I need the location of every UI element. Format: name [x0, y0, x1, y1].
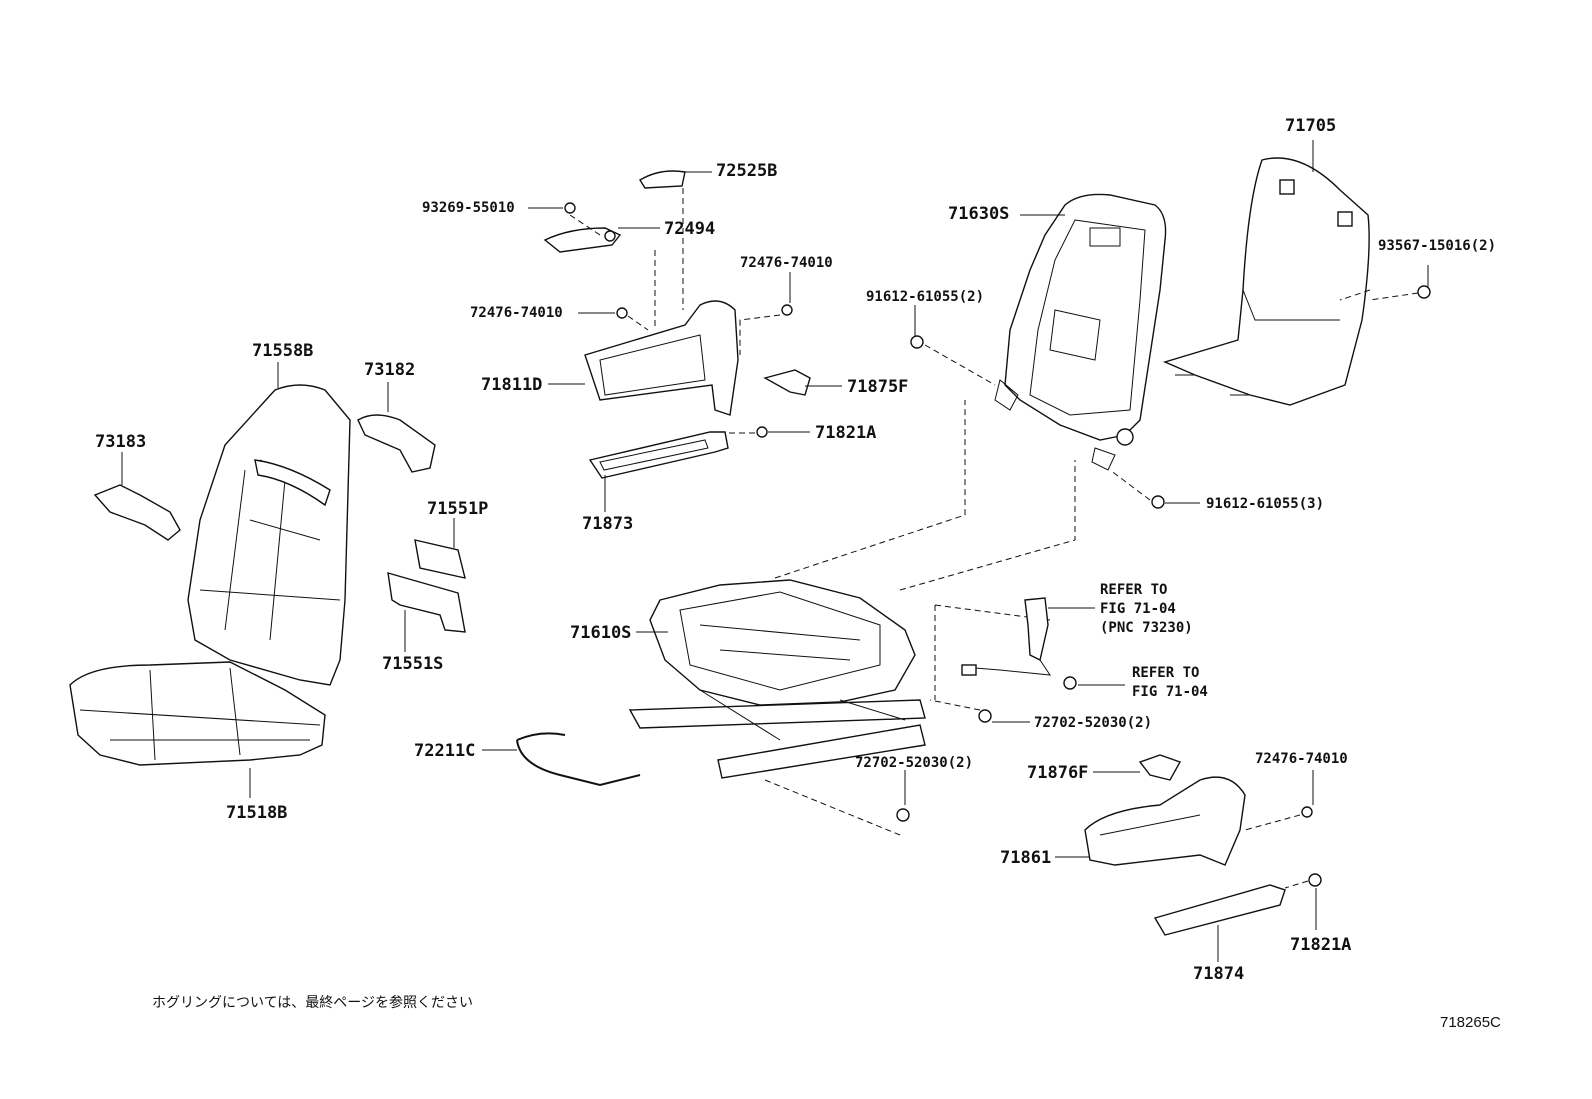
label-72494: 72494: [664, 219, 716, 239]
screw-72476-left: [578, 307, 628, 319]
pad-73183: [93, 452, 181, 541]
reference-note-2-line1: REFER TO: [1132, 665, 1200, 681]
label-91612-61055-2: 91612-61055(2): [866, 289, 985, 305]
screw-71821A-lower: [1308, 873, 1322, 930]
label-72211C: 72211C: [414, 741, 476, 761]
recliner-knob-72525B: [639, 170, 712, 189]
recliner-lever-72494: [543, 227, 660, 253]
bracket-71876F: [1093, 754, 1182, 781]
label-72476-74010-left: 72476-74010: [470, 305, 563, 321]
screw-93269: [528, 202, 576, 214]
label-71821A-upper: 71821A: [815, 423, 877, 443]
figure-id: 718265C: [1440, 1014, 1501, 1031]
label-72525B: 72525B: [716, 161, 778, 181]
label-71551S: 71551S: [382, 654, 444, 674]
cushion-cover-71518B: [69, 661, 326, 798]
label-71821A-lower: 71821A: [1290, 935, 1352, 955]
label-71630S: 71630S: [948, 204, 1010, 224]
label-71861: 71861: [1000, 848, 1052, 868]
label-71551P: 71551P: [427, 499, 489, 519]
label-71610S: 71610S: [570, 623, 632, 643]
label-72702-52030-lower: 72702-52030(2): [855, 755, 974, 771]
seatback-frame-71630S: [994, 193, 1167, 471]
bolt-72702-lower: [896, 770, 910, 822]
bolt-72702-right: [978, 709, 1030, 723]
screw-71821A-upper: [756, 426, 810, 438]
bolt-91612-lower: [1151, 495, 1200, 509]
shield-71861: [1055, 776, 1246, 866]
label-72476-74010-right: 72476-74010: [1255, 751, 1348, 767]
label-71875F: 71875F: [847, 377, 909, 397]
seat-frame-71610S: [628, 579, 926, 779]
label-71876F: 71876F: [1027, 763, 1089, 783]
bracket-71875F: [763, 369, 842, 396]
shield-71811D: [548, 300, 739, 416]
footnote: ホグリングについては、最終ページを参照ください: [152, 995, 474, 1011]
label-72476-74010-mid: 72476-74010: [740, 255, 833, 271]
label-72702-52030-right: 72702-52030(2): [1034, 715, 1153, 731]
seatback-board-71705: [1162, 140, 1370, 406]
label-71874: 71874: [1193, 964, 1245, 984]
label-71705: 71705: [1285, 116, 1337, 136]
seatbelt-buckle: [961, 597, 1125, 690]
reference-note-1-line2: FIG 71-04: [1100, 601, 1176, 617]
label-93269-55010: 93269-55010: [422, 200, 515, 216]
bolt-91612-upper: [910, 305, 924, 349]
label-73182: 73182: [364, 360, 416, 380]
pad-71551S: [387, 572, 466, 652]
reference-note-1-line3: (PNC 73230): [1100, 620, 1193, 636]
label-73183: 73183: [95, 432, 147, 452]
wire-72211C: [482, 732, 641, 787]
reference-note-2-line2: FIG 71-04: [1132, 684, 1208, 700]
label-91612-61055-3: 91612-61055(3): [1206, 496, 1325, 512]
bolt-93567: [1417, 265, 1431, 299]
reference-note-1-line1: REFER TO: [1100, 582, 1168, 598]
screw-72476-right: [1301, 770, 1314, 818]
label-71518B: 71518B: [226, 803, 288, 823]
shield-71873: [588, 431, 729, 512]
screw-72476-mid: [781, 272, 793, 316]
label-93567-15016: 93567-15016(2): [1378, 238, 1497, 254]
pad-73182: [357, 382, 436, 473]
pad-71551P: [414, 518, 466, 579]
label-71873: 71873: [582, 514, 634, 534]
label-71811D: 71811D: [481, 375, 543, 395]
shield-71874: [1153, 884, 1286, 962]
label-71558B: 71558B: [252, 341, 314, 361]
seatback-cover-71558B: [187, 362, 351, 686]
